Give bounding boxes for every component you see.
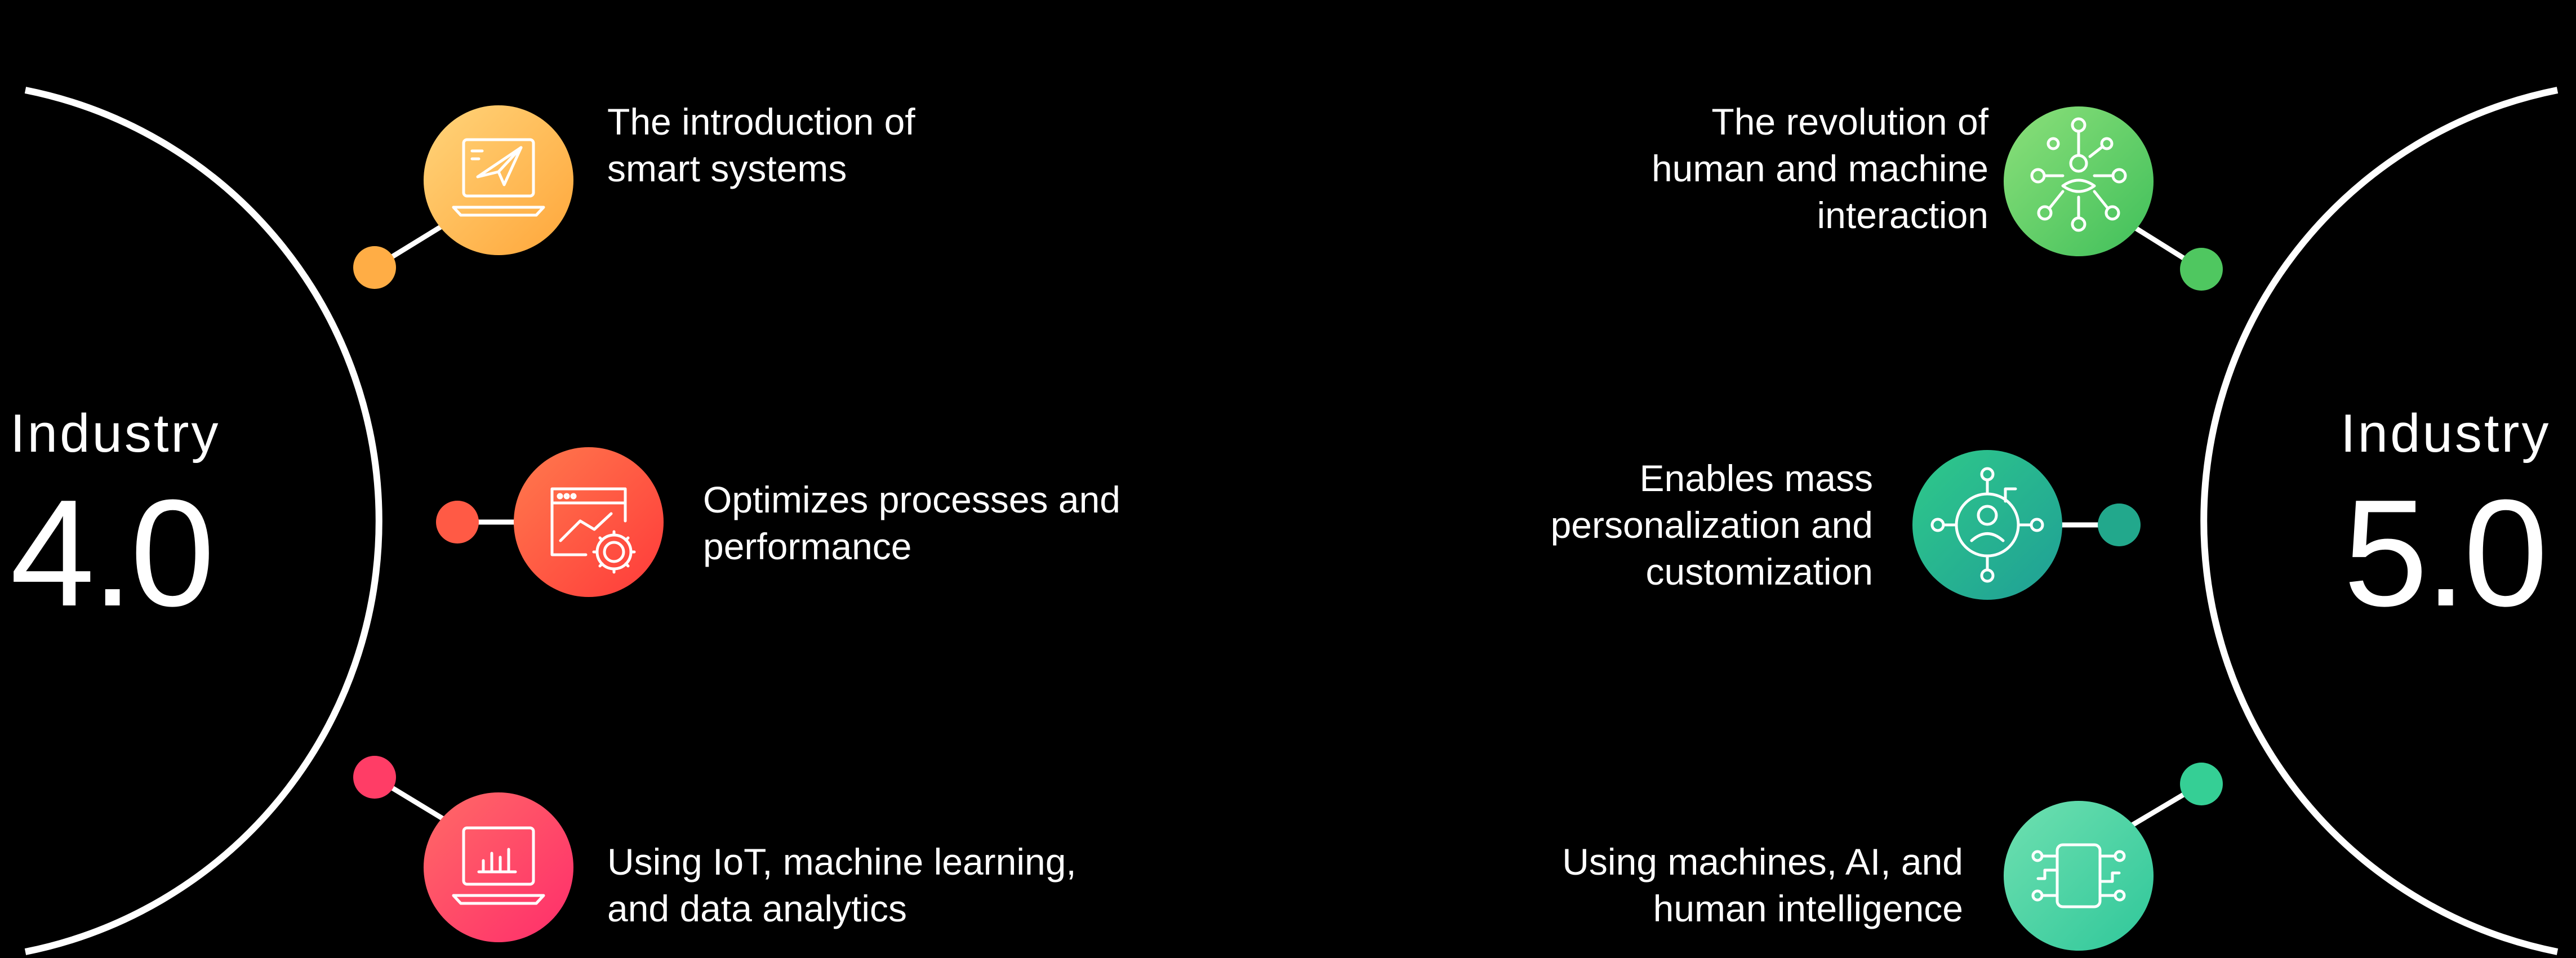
industry-5-title-word: Industry xyxy=(2341,403,2551,464)
industry-4-title-word: Industry xyxy=(10,403,221,464)
person-hub-icon xyxy=(1912,450,2062,600)
industry-4-title-number: 4.0 xyxy=(10,469,215,638)
junction-dot-4-3 xyxy=(353,756,396,799)
laptop-chart-icon xyxy=(424,792,573,942)
junction-dot-5-3 xyxy=(2180,763,2223,805)
junction-dot-4-1 xyxy=(353,246,396,289)
browser-gear-icon xyxy=(514,447,664,597)
industry-5-item-1-text: The revolution of human and machine inte… xyxy=(1651,101,1988,236)
industry-5-arc-group xyxy=(1912,87,2559,955)
junction-dot-4-2 xyxy=(436,501,479,543)
junction-dot-5-1 xyxy=(2180,248,2223,291)
industry-4-arc xyxy=(24,87,382,955)
industry-4-item-2-text: Optimizes processes and performance xyxy=(703,479,1120,567)
industry-5-title-number: 5.0 xyxy=(2343,469,2548,638)
laptop-paper-plane-icon xyxy=(424,105,573,255)
industry-4-arc-group xyxy=(24,87,664,955)
industry-4-item-3-text: Using IoT, machine learning, and data an… xyxy=(607,841,1076,929)
human-network-icon xyxy=(2004,106,2154,256)
industry-5-arc xyxy=(2200,87,2559,955)
junction-dot-5-2 xyxy=(2098,503,2141,546)
industry-5-item-2-text: Enables mass personalization and customi… xyxy=(1550,457,1873,592)
industry-5-item-3-text: Using machines, AI, and human intelligen… xyxy=(1562,841,1963,929)
industry-4-item-1-text: The introduction of smart systems xyxy=(607,101,915,189)
circuit-chip-icon xyxy=(2004,801,2154,951)
